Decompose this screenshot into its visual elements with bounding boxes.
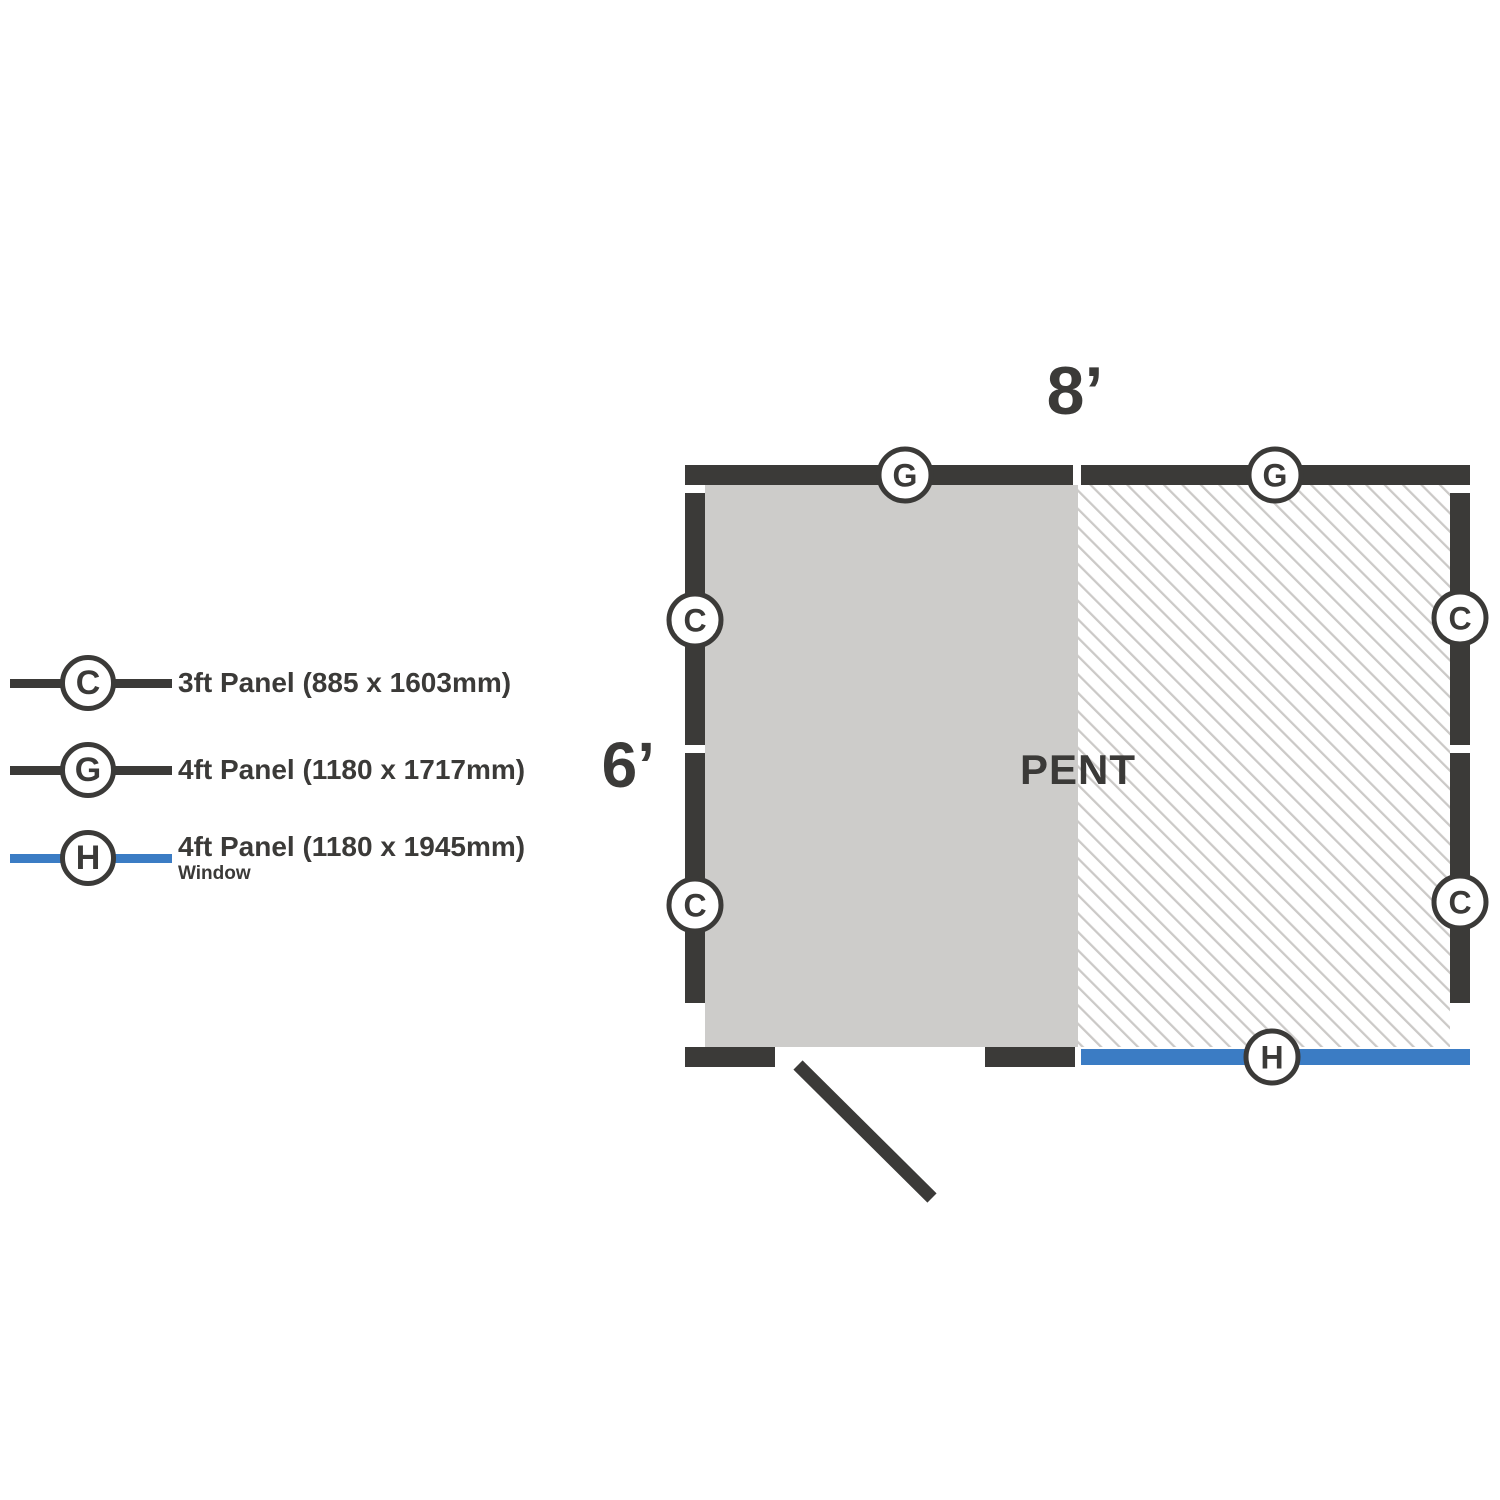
marker-letter: H [1260,1040,1283,1076]
wall-bottom-left-segment [685,1047,775,1067]
panel-c-letter: C [75,663,101,702]
panel-c-text: 3ft Panel (885 x 1603mm) [178,667,511,699]
panel-c-marker: C [60,655,116,711]
hatched-floor-area [1078,485,1450,1047]
marker-right-1: C [1431,589,1489,647]
panel-h-sub: Window [178,863,251,884]
marker-left-1: C [666,591,724,649]
marker-circle [666,876,724,934]
marker-right-2: C [1431,873,1489,931]
floor-plan: PENT G G C C C C H [666,446,1489,1203]
marker-letter: C [1448,885,1471,921]
marker-letter: C [1448,601,1471,637]
marker-circle [876,446,934,504]
panel-g-label: 4ft Panel (1180 x 1717mm) [178,754,526,785]
panel-g-letter: G [74,750,102,789]
covered-floor-area [705,485,1078,1047]
height-dimension-label: 6’ [601,729,655,801]
panel-h-letter: H [75,838,101,877]
panel-c-label: 3ft Panel (885 x 1603mm) [178,667,512,698]
pent-label: PENT [1020,746,1136,793]
panel-h-marker: H [60,830,116,886]
panel-h-text: 4ft Panel (1180 x 1945mm) Window [178,831,525,885]
marker-top-1: G [876,446,934,504]
marker-circle [1431,589,1489,647]
marker-letter: G [1263,458,1288,494]
marker-letter: G [893,458,918,494]
width-dimension-label: 8’ [1046,353,1104,429]
panel-g-marker: G [60,742,116,798]
legend-item-c: C 3ft Panel (885 x 1603mm) [10,655,570,711]
marker-circle [1246,446,1304,504]
door-swing-line [793,1060,937,1203]
panel-g-text: 4ft Panel (1180 x 1717mm) [178,754,525,786]
marker-letter: C [683,888,706,924]
legend-item-g: G 4ft Panel (1180 x 1717mm) [10,742,570,798]
marker-circle [666,591,724,649]
marker-left-2: C [666,876,724,934]
marker-circle [1243,1028,1301,1086]
marker-bottom-window: H [1243,1028,1301,1086]
wall-bottom-mid-segment [985,1047,1075,1067]
marker-top-2: G [1246,446,1304,504]
panel-h-label: 4ft Panel (1180 x 1945mm) [178,831,526,862]
marker-circle [1431,873,1489,931]
marker-letter: C [683,603,706,639]
legend-item-h: H 4ft Panel (1180 x 1945mm) Window [10,830,570,886]
